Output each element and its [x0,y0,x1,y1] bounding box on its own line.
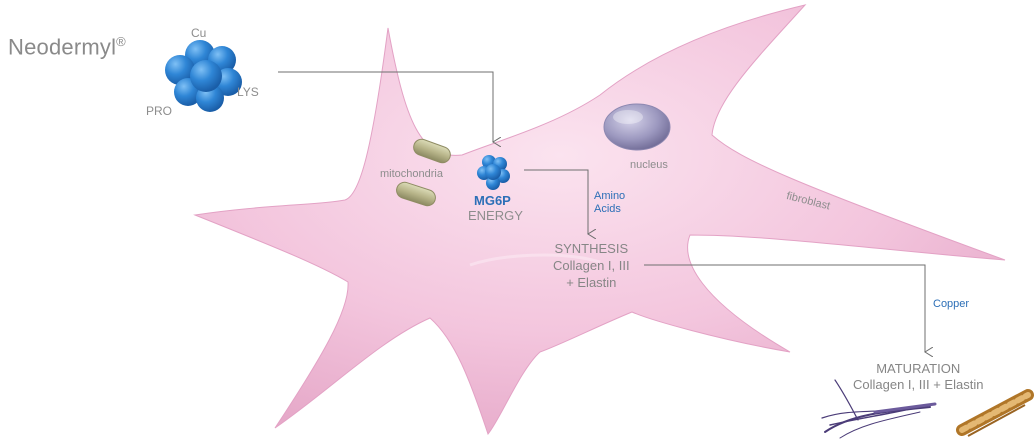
brand-name: Neodermyl® [8,34,126,60]
synthesis-line-2: Collagen I, III [553,258,630,273]
maturation-line-1: MATURATION [876,361,961,376]
label-nucleus: nucleus [630,159,668,171]
registered-mark: ® [116,34,126,49]
nucleus [603,103,671,151]
synthesis-line-1: SYNTHESIS [554,241,629,256]
nucleus-shine [613,110,643,124]
label-energy: ENERGY [468,208,523,223]
mg6p-molecule [477,155,510,190]
amino-line-1: Amino [594,190,626,202]
label-mg6p: MG6P [474,193,511,208]
label-synthesis: SYNTHESIS Collagen I, III + Elastin [553,240,630,291]
arrow-synthesis-to-maturation [644,264,925,352]
collagen-fiber-purple [821,379,937,439]
neodermyl-molecule [165,40,242,112]
label-maturation: MATURATION Collagen I, III + Elastin [853,361,983,393]
label-copper: Copper [933,298,970,310]
label-amino-acids: Amino Acids [594,190,625,216]
label-pro: PRO [146,104,173,118]
brand-name-text: Neodermyl [8,34,117,60]
label-cu: Cu [191,26,207,40]
label-mitochondria: mitochondria [380,168,443,180]
arrow-mg6p-to-synthesis [524,169,588,234]
synthesis-line-3: + Elastin [566,275,617,290]
cell-highlight [425,95,448,120]
cell-highlight [469,253,601,267]
maturation-line-2: Collagen I, III + Elastin [853,377,984,392]
amino-line-2: Acids [594,203,621,215]
arrow-neodermyl-to-mg6p [278,71,493,142]
mitochondrion [413,138,451,164]
elastin-fiber-gold [956,389,1034,437]
label-lys: LYS [237,85,259,99]
mitochondrion [396,181,436,207]
